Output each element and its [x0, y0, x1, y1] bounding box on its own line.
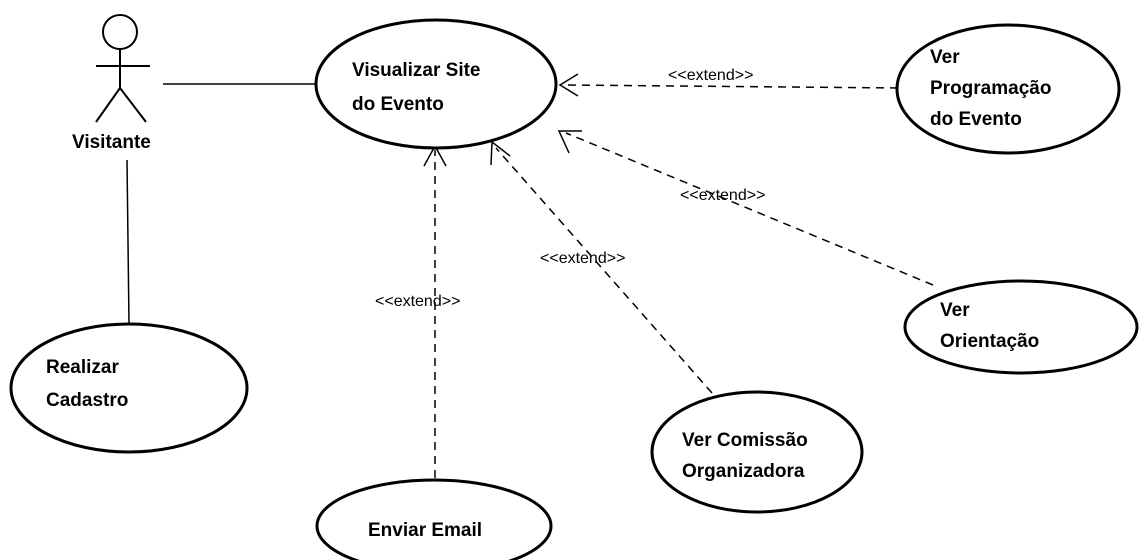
use-case-label-line: do Evento — [930, 109, 1022, 130]
extend-ver-programacao: <<extend>> — [558, 67, 899, 97]
actor-right-leg — [119, 87, 147, 123]
use-case-enviar-email: Enviar Email — [315, 478, 553, 560]
extend-ver-orientacao: <<extend>> — [557, 130, 934, 286]
actor-head — [102, 14, 138, 50]
use-case-label-line: Visualizar Site — [352, 60, 481, 81]
association-visitante-realizar-cadastro — [126, 159, 130, 325]
extend-label-enviar-email: <<extend>> — [375, 293, 460, 310]
extend-label-ver-orientacao: <<extend>> — [680, 187, 765, 204]
use-case-label-line: Ver Comissão — [682, 430, 808, 451]
use-case-ver-programacao: Ver Programação do Evento — [895, 23, 1121, 155]
actor-label-visitante: Visitante — [72, 132, 151, 153]
extend-label-ver-programacao: <<extend>> — [668, 67, 753, 84]
use-case-visualizar-site: Visualizar Site do Evento — [314, 18, 558, 150]
use-case-label-line: Ver — [930, 47, 960, 68]
use-case-label-line: Ver — [940, 300, 970, 321]
use-case-ver-orientacao: Ver Orientação — [903, 279, 1139, 375]
use-case-ver-comissao: Ver Comissão Organizadora — [650, 390, 864, 514]
use-case-label-line: Orientação — [940, 331, 1039, 352]
use-case-label-line: Organizadora — [682, 461, 805, 482]
use-case-label-line: do Evento — [352, 94, 444, 115]
use-case-label-line: Enviar Email — [368, 520, 482, 541]
use-case-label-line: Cadastro — [46, 390, 128, 411]
extend-label-ver-comissao: <<extend>> — [540, 250, 625, 267]
use-case-realizar-cadastro: Realizar Cadastro — [9, 322, 249, 454]
extend-ver-comissao: <<extend>> — [490, 140, 713, 394]
use-case-label-line: Programação — [930, 78, 1051, 99]
use-case-label-line: Realizar — [46, 357, 119, 378]
extend-enviar-email: <<extend>> — [375, 144, 460, 478]
actor-visitante: Visitante — [72, 14, 151, 153]
actor-left-leg — [95, 87, 121, 123]
